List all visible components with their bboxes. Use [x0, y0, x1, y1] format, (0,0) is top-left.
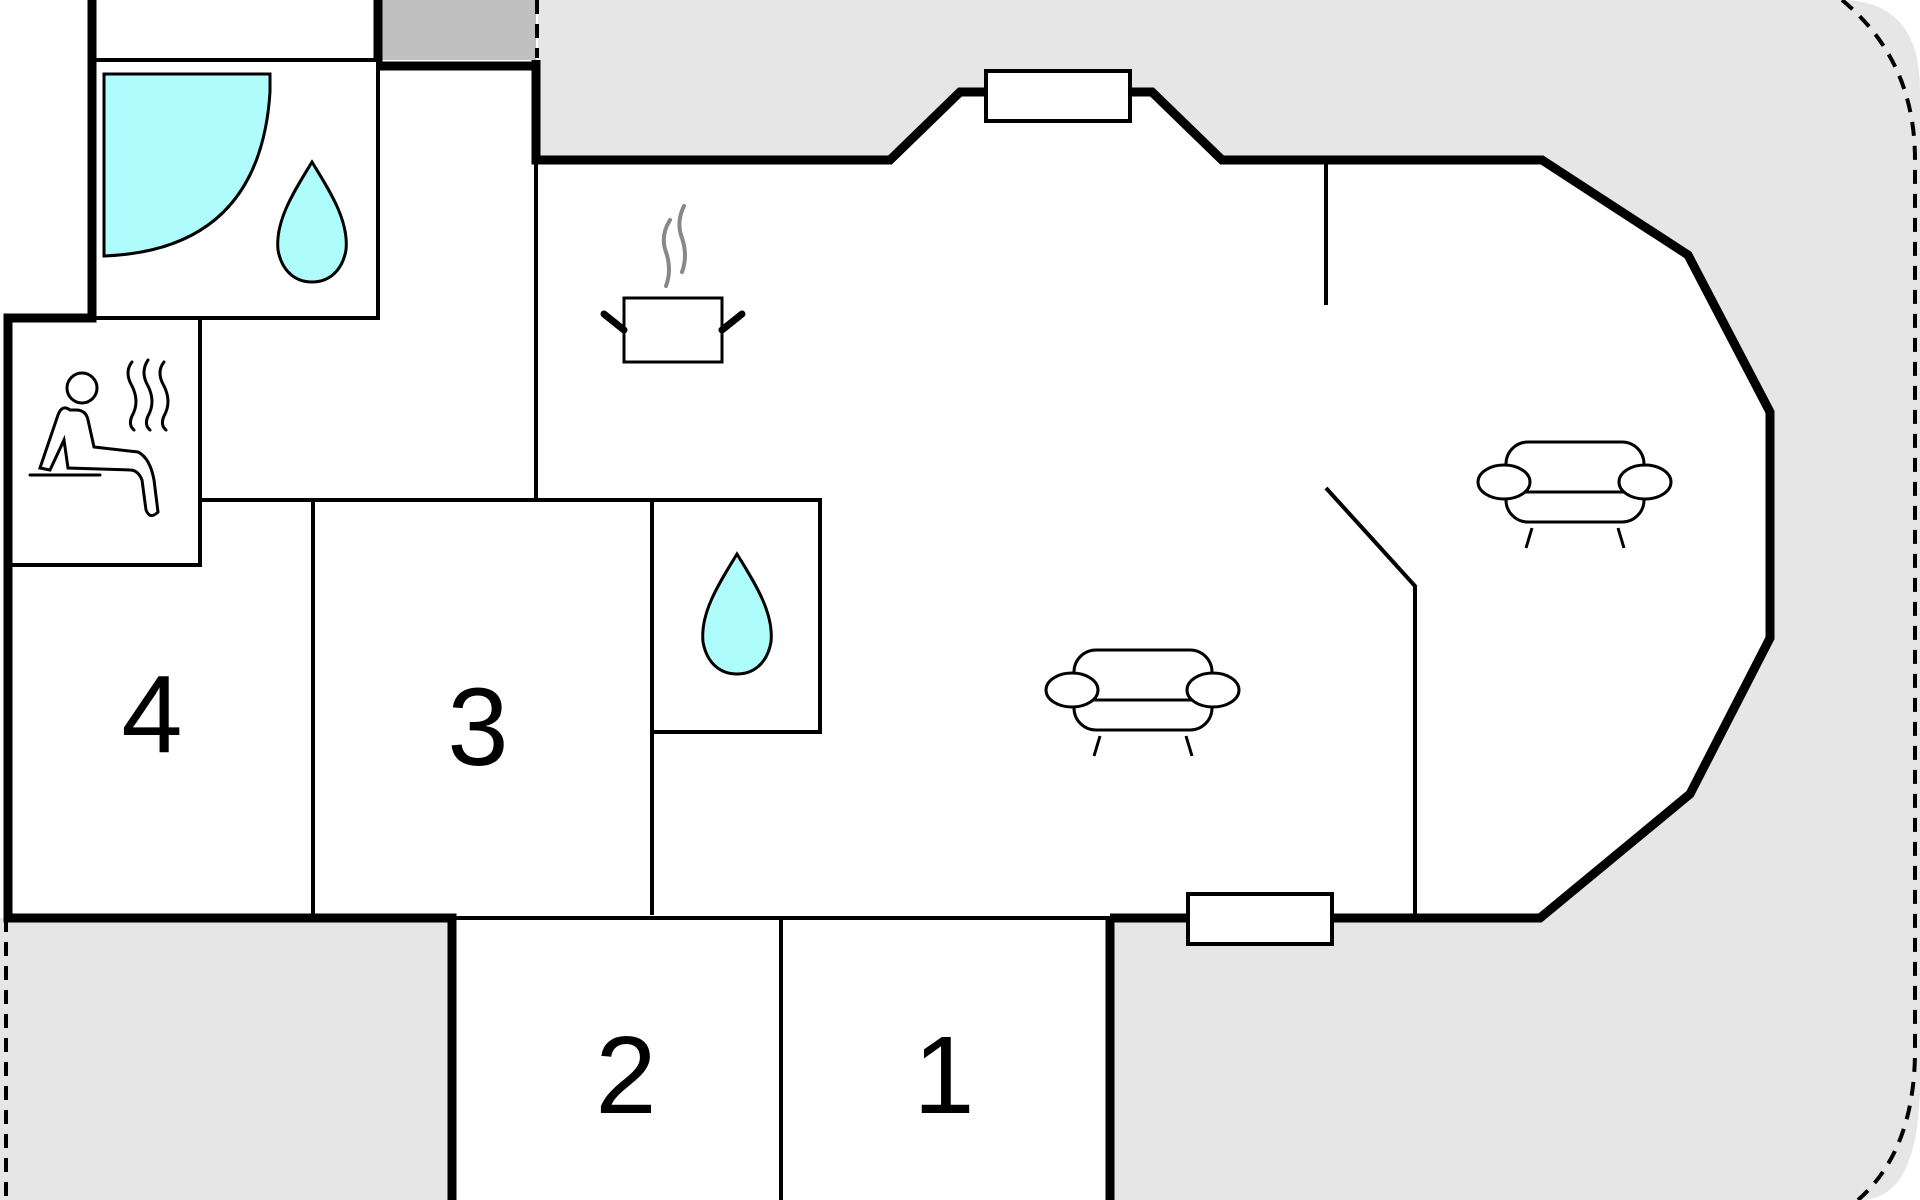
- sauna-icon: [28, 358, 170, 517]
- exterior-terrace-bottom-left: [0, 918, 452, 1200]
- room-number-3: 3: [447, 666, 508, 789]
- water-drop-icon: [701, 551, 773, 676]
- stair-block: [378, 0, 536, 60]
- sofa-icon: [1044, 648, 1241, 757]
- wall-left-outline: [3, 0, 457, 1200]
- plot-boundary: [4, 0, 1917, 1200]
- cooking-pot-icon: [600, 204, 746, 364]
- wall-living-divider-lower: [1324, 486, 1417, 915]
- exterior-walls: [3, 0, 1775, 1200]
- exterior-terrace-top-right: [538, 0, 1920, 1200]
- interior-walls: [10, 58, 1417, 1200]
- room-number-1: 1: [913, 1014, 974, 1137]
- water-drop-icon: [276, 159, 348, 284]
- shower-icon: [102, 72, 272, 258]
- boundary-right: [1840, 0, 1917, 1200]
- room-number-2: 2: [595, 1014, 656, 1137]
- wall-main-outline: [531, 60, 1775, 923]
- wall-bath1-bottom: [94, 62, 380, 320]
- window-bottom: [1186, 892, 1334, 946]
- room-number-4: 4: [121, 653, 182, 776]
- sofa-icon: [1476, 440, 1673, 549]
- wall-bath2: [654, 498, 822, 734]
- window-top: [984, 69, 1132, 123]
- wall-sauna-right: [10, 318, 202, 567]
